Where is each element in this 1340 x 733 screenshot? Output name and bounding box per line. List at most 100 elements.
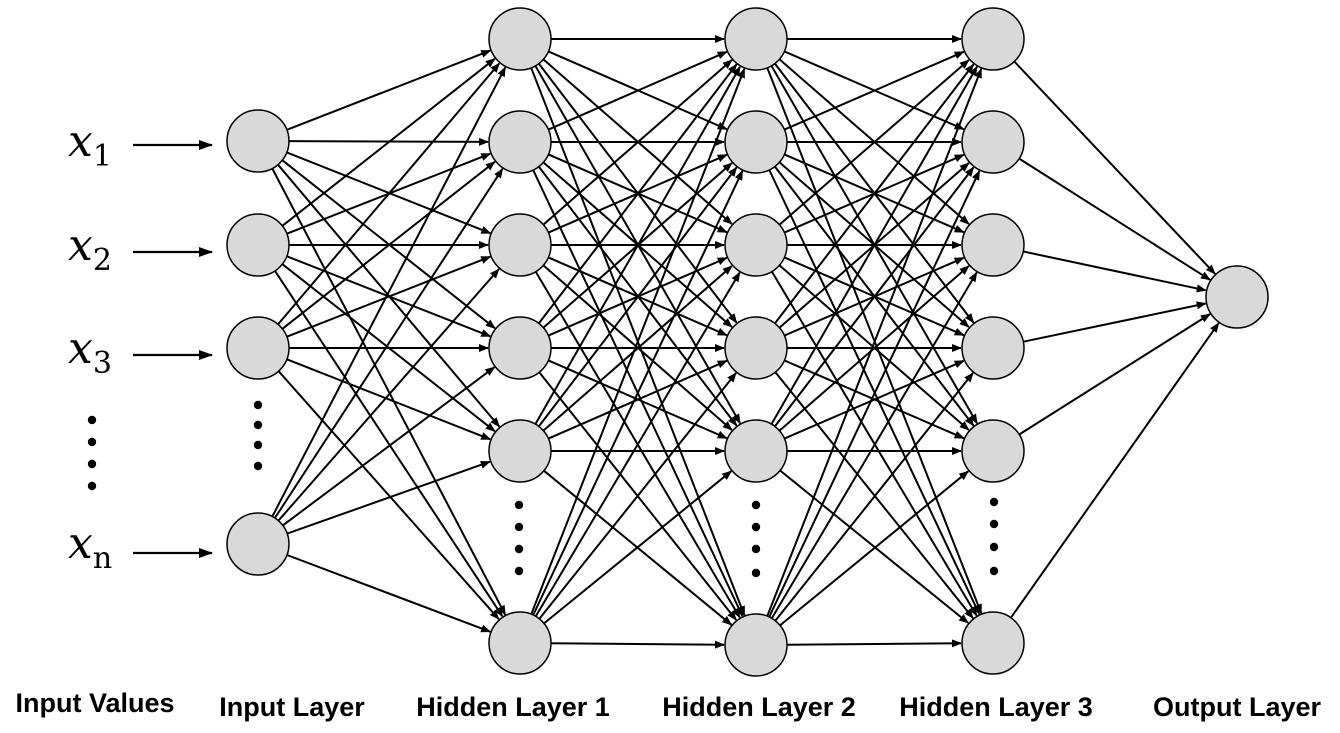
layer-labels: Input Values Input Layer Hidden Layer 1 … (15, 688, 1321, 722)
edge-input-1-hidden1-5 (274, 270, 504, 618)
hidden3-ellipsis-dot-3 (989, 542, 999, 552)
edge-input-1-hidden1-0 (281, 58, 496, 227)
edge-input-3-hidden1-0 (271, 66, 507, 517)
edge-hidden3-5-output-0 (1010, 322, 1220, 619)
hidden2-node-1 (724, 7, 788, 71)
hidden3-node-3 (961, 213, 1025, 277)
label-hidden-layer-2: Hidden Layer 2 (662, 692, 856, 722)
edge-hidden1-5-hidden2-2 (534, 271, 741, 617)
edge-input-2-hidden1-1 (281, 161, 496, 330)
input-var-x1: x1 (68, 116, 112, 174)
label-input-values: Input Values (15, 688, 174, 718)
edge-hidden2-4-hidden3-5 (779, 469, 969, 624)
hidden2-node-6 (724, 613, 788, 677)
edge-input-3-hidden1-2 (277, 268, 500, 522)
edge-hidden2-5-hidden3-2 (770, 271, 978, 619)
hidden2-node-4 (724, 316, 788, 380)
hidden2-node-5 (724, 419, 788, 483)
edge-hidden2-1-hidden3-0 (784, 50, 965, 131)
input-node-2 (226, 213, 290, 277)
hidden3-node-4 (961, 316, 1025, 380)
hidden3-ellipsis-dot-2 (989, 519, 999, 529)
edge-hidden2-5-hidden3-4 (779, 470, 969, 627)
input-layer-ellipsis-dot-4 (253, 461, 263, 471)
edge-input-3-hidden1-4 (286, 460, 491, 535)
edge-input-3-hidden1-1 (274, 167, 504, 519)
hidden3-node-2 (961, 110, 1025, 174)
input-values-column: x1 x2 x3 xn (68, 116, 112, 576)
edge-hidden1-3-hidden2-0 (538, 63, 738, 325)
edge-hidden3-1-output-0 (1018, 157, 1211, 281)
hidden1-ellipsis-dot-1 (514, 500, 524, 510)
edge-hidden3-4-output-0 (1018, 313, 1211, 436)
input-var-xn: xn (68, 518, 112, 576)
edge-hidden2-2-hidden3-0 (778, 59, 970, 226)
edge-hidden1-5-hidden2-5 (550, 640, 725, 649)
input-layer-ellipsis-dot-2 (253, 420, 263, 430)
input-var-x2: x2 (68, 220, 112, 278)
hidden2-node-2 (724, 110, 788, 174)
input-var-x3: x3 (68, 323, 112, 381)
neuron-nodes (226, 7, 1269, 677)
edge-hidden2-3-hidden3-5 (774, 371, 974, 619)
ellipsis-dots (87, 400, 999, 578)
hidden2-ellipsis-dot-4 (751, 568, 761, 578)
hidden1-node-4 (488, 316, 552, 380)
hidden2-ellipsis-dot-2 (751, 522, 761, 532)
hidden1-node-2 (488, 110, 552, 174)
input-layer-ellipsis-dot-1 (253, 400, 263, 410)
hidden2-ellipsis-dot-1 (751, 500, 761, 510)
input-node-3 (226, 316, 290, 380)
hidden1-ellipsis-dot-4 (514, 566, 524, 576)
label-hidden-layer-3: Hidden Layer 3 (899, 692, 1093, 722)
edge-hidden1-5-hidden2-3 (538, 372, 737, 620)
edge-hidden3-3-output-0 (1023, 301, 1207, 343)
edge-hidden2-3-hidden3-0 (774, 63, 975, 325)
hidden2-node-3 (724, 213, 788, 277)
label-output-layer: Output Layer (1153, 692, 1322, 722)
hidden3-node-1 (961, 7, 1025, 71)
hidden3-node-5 (961, 419, 1025, 483)
edge-hidden2-4-hidden3-0 (770, 65, 978, 425)
edge-input-3-hidden1-5 (286, 554, 492, 633)
hidden1-node-3 (488, 213, 552, 277)
edge-hidden2-5-hidden3-0 (766, 67, 983, 617)
edge-hidden1-4-hidden2-0 (534, 65, 741, 425)
label-input-layer: Input Layer (219, 692, 365, 722)
hidden2-ellipsis-dot-3 (751, 544, 761, 554)
input-values-ellipsis-dot-1 (87, 415, 97, 425)
edge-input-2-hidden1-5 (277, 370, 500, 620)
edge-hidden2-4-hidden3-2 (778, 265, 970, 432)
input-node-4 (226, 512, 290, 576)
edge-input-3-hidden1-3 (282, 366, 496, 527)
input-layer-ellipsis-dot-3 (253, 440, 263, 450)
edge-hidden1-2-hidden2-0 (542, 59, 733, 226)
connection-edges (271, 35, 1220, 649)
edge-hidden1-5-hidden2-0 (530, 67, 746, 615)
input-values-ellipsis-dot-2 (87, 437, 97, 447)
edge-input-0-hidden1-0 (286, 49, 492, 131)
hidden3-ellipsis-dot-4 (989, 566, 999, 576)
hidden3-ellipsis-dot-1 (989, 497, 999, 507)
edge-hidden1-4-hidden2-2 (542, 265, 733, 432)
hidden1-ellipsis-dot-3 (514, 544, 524, 554)
hidden1-ellipsis-dot-2 (514, 522, 524, 532)
edge-hidden2-5-hidden3-3 (774, 372, 974, 622)
edge-input-2-hidden1-4 (286, 358, 492, 441)
edge-hidden1-5-hidden2-1 (532, 169, 744, 616)
hidden1-node-5 (488, 419, 552, 483)
output-node-1 (1205, 265, 1269, 329)
input-values-ellipsis-dot-3 (87, 459, 97, 469)
hidden3-node-6 (961, 611, 1025, 675)
edge-hidden1-4-hidden2-3 (548, 359, 728, 440)
edge-hidden2-4-hidden3-1 (774, 166, 975, 428)
hidden1-node-6 (488, 611, 552, 675)
edge-input-2-hidden1-2 (286, 255, 492, 338)
label-hidden-layer-1: Hidden Layer 1 (416, 692, 610, 722)
edge-hidden1-4-hidden2-1 (538, 166, 738, 428)
input-values-ellipsis-dot-4 (87, 481, 97, 491)
edge-hidden1-1-hidden2-0 (548, 50, 728, 131)
edge-hidden1-5-hidden2-4 (543, 470, 732, 625)
edge-input-0-hidden1-5 (271, 168, 507, 616)
